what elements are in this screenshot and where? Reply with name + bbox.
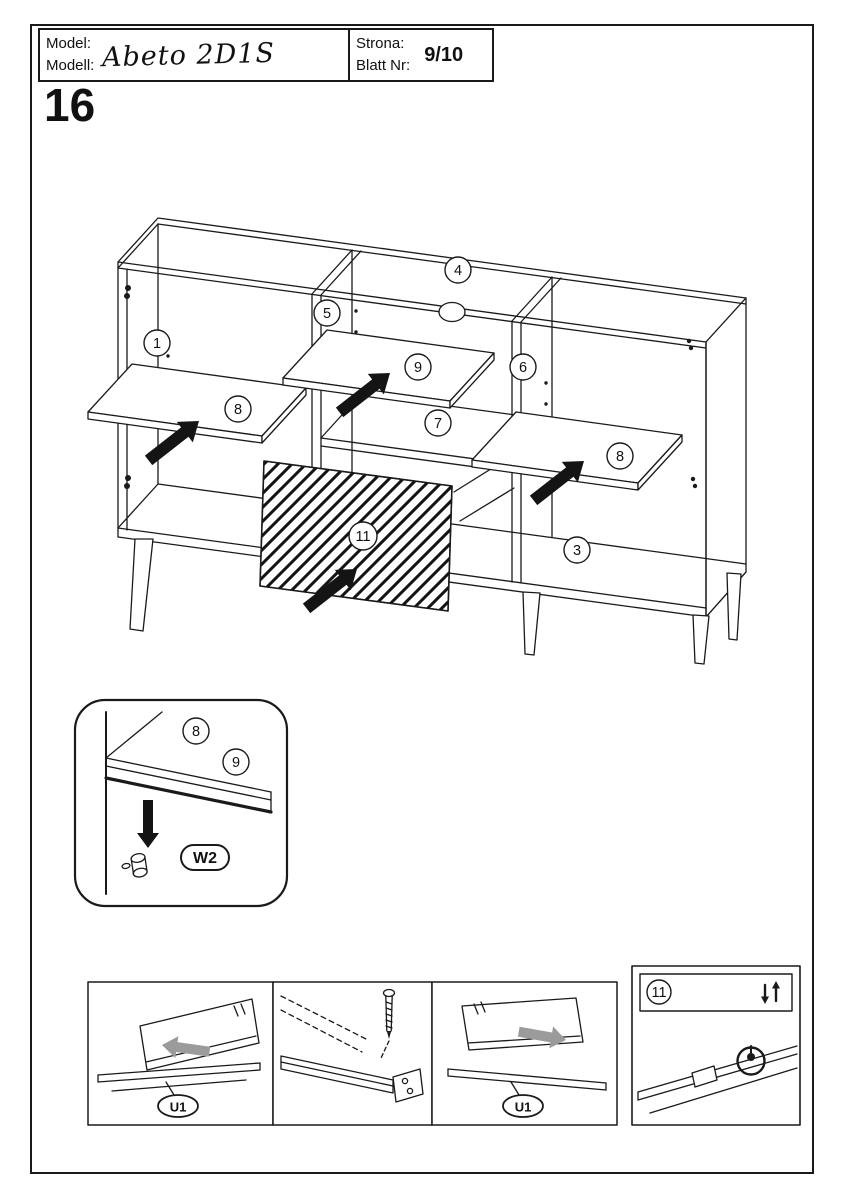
cable-hole: [438, 301, 466, 323]
model-name: Abeto 2D1S: [101, 37, 276, 73]
leg: [129, 538, 154, 632]
svg-text:9: 9: [414, 360, 422, 376]
svg-text:U1: U1: [170, 1100, 187, 1115]
svg-text:3: 3: [573, 543, 581, 559]
u1-runner-label: U1: [157, 1094, 199, 1118]
svg-text:6: 6: [519, 360, 527, 376]
page-number: 9/10: [424, 43, 464, 66]
svg-text:11: 11: [651, 985, 666, 1001]
bottom-panels: U1: [87, 965, 801, 1126]
panel-screw-detail: [272, 981, 433, 1126]
svg-text:W2: W2: [193, 850, 217, 867]
model-labels: Model: Modell:: [46, 33, 94, 77]
step-number: 16: [44, 79, 96, 131]
leg: [522, 591, 541, 656]
panel-slide-right: U1: [431, 981, 618, 1126]
svg-text:9: 9: [232, 755, 240, 771]
svg-text:U1: U1: [515, 1100, 532, 1115]
callout-shelf-right: 8: [606, 442, 634, 470]
updown-arrow-icon: [761, 981, 780, 1004]
u1-runner-label: U1: [502, 1094, 544, 1118]
detail-inset: W2 8 9: [73, 698, 289, 908]
callout-shelf-left: 8: [224, 395, 252, 423]
svg-text:7: 7: [434, 416, 442, 432]
callout-right-compartment: 3: [563, 536, 591, 564]
shelf-pin-holes: [166, 309, 548, 406]
cabinet-legs: [129, 538, 742, 665]
svg-text:8: 8: [192, 724, 200, 740]
screw-icon: [380, 988, 396, 1059]
callout-top-panel: 4: [444, 256, 472, 284]
runner-adjust-detail: [637, 1045, 798, 1114]
callout-mid-panel: 7: [424, 409, 452, 437]
main-assembly-diagram: 4 5 1 9 6 8 7 8 11: [87, 217, 747, 665]
callout-detail-shelf-9: 9: [222, 748, 250, 776]
svg-text:8: 8: [234, 402, 242, 418]
hinge-icon: [124, 285, 698, 489]
shelf-corner-detail: [104, 711, 273, 895]
leg: [726, 572, 742, 641]
model-cell: Model: Modell: Abeto 2D1S: [40, 30, 350, 80]
model-label-pl: Model:: [46, 35, 92, 52]
callout-shelf-middle: 9: [404, 353, 432, 381]
callout-detail-shelf-8: 8: [182, 717, 210, 745]
page-labels: Strona: Blatt Nr:: [356, 33, 410, 77]
callout-drawer-panel4: 11: [646, 979, 672, 1005]
page-border: [30, 24, 814, 1174]
model-label-de: Modell:: [46, 57, 95, 74]
shelf-middle: [282, 329, 495, 409]
svg-text:11: 11: [355, 529, 370, 545]
page-cell: Strona: Blatt Nr: 9/10: [350, 30, 492, 80]
w2-hardware-label: W2: [180, 844, 230, 871]
callout-divider-left: 5: [313, 299, 341, 327]
leg: [692, 614, 710, 665]
dowel-icon: [121, 852, 148, 878]
adjust-screw-highlight: [736, 1046, 766, 1076]
runner-bracket: [392, 1068, 424, 1103]
page-label-de: Blatt Nr:: [356, 57, 411, 74]
svg-text:1: 1: [153, 336, 161, 352]
callout-drawer-front: 11: [348, 521, 378, 551]
header-box: Model: Modell: Abeto 2D1S Strona: Blatt …: [38, 28, 494, 82]
callout-divider-right: 6: [509, 353, 537, 381]
panel-slide-left: U1: [87, 981, 274, 1126]
shelf-left: [87, 363, 307, 444]
svg-text:4: 4: [454, 263, 462, 279]
svg-text:8: 8: [616, 449, 624, 465]
callout-left-side: 1: [143, 329, 171, 357]
svg-text:5: 5: [323, 306, 331, 322]
page-label-pl: Strona:: [356, 35, 405, 52]
panel-drawer-adjust: 11: [631, 965, 801, 1126]
